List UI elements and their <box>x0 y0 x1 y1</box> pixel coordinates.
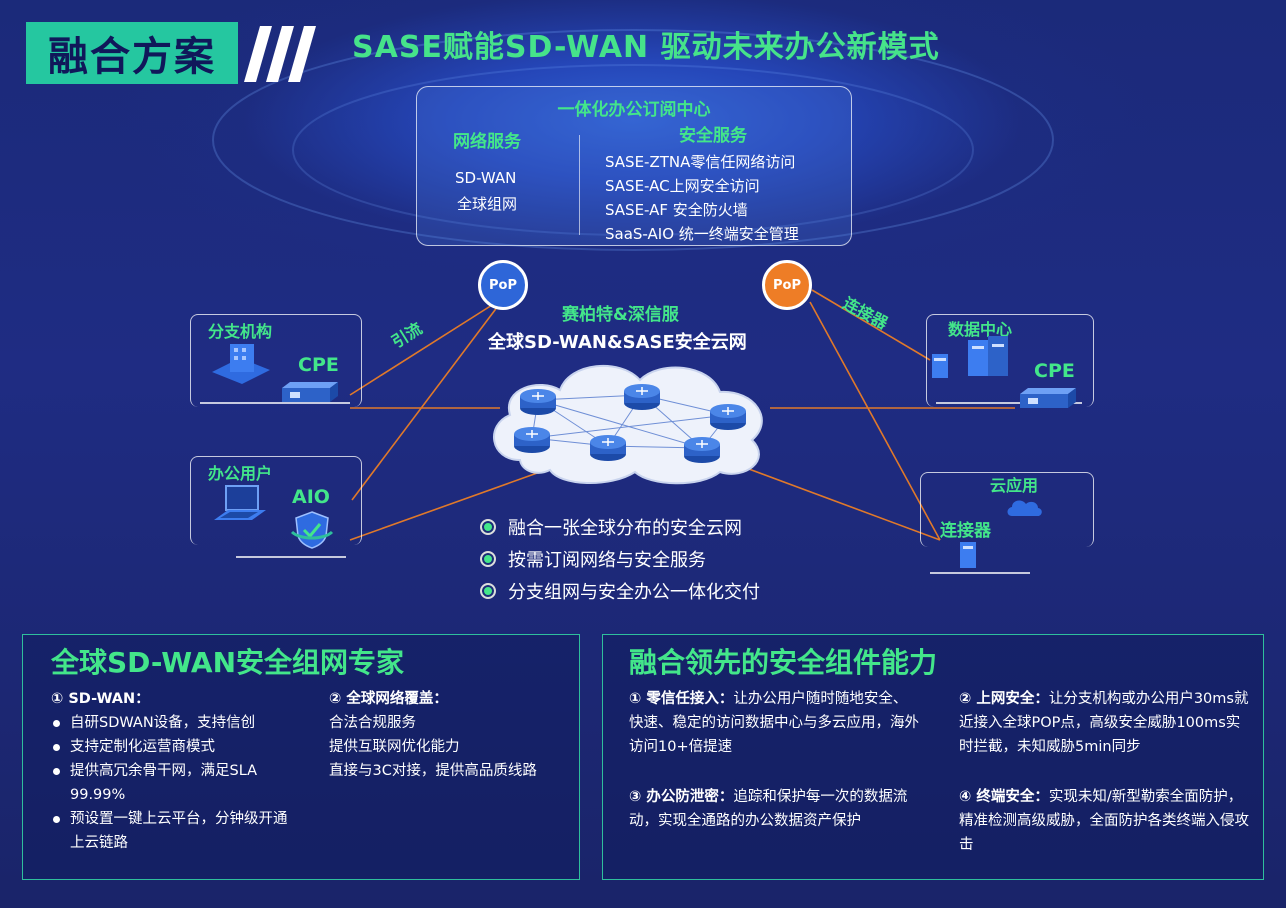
datacenter-title: 数据中心 <box>948 320 1013 339</box>
column-heading: ② 全球网络覆盖： <box>329 691 448 707</box>
capability-item: ④ 终端安全：实现未知/新型勒索全面防护，精准检测高级威胁，全面防护各类终端入侵… <box>959 785 1249 857</box>
capability-heading: ③ 办公防泄密： <box>629 789 734 805</box>
sdwan-column: ① SD-WAN： 自研SDWAN设备，支持信创 支持定制化运营商模式 提供高冗… <box>51 687 321 855</box>
capability-item: ① 零信任接入：让办公用户随时随地安全、快速、稳定的访问数据中心与多云应用，海外… <box>629 687 919 759</box>
cloud-title-network: 全球SD-WAN&SASE安全云网 <box>488 332 747 353</box>
slash-decoration <box>244 26 316 82</box>
bullet-text: 预设置一键上云平台，分钟级开通上云链路 <box>70 811 288 851</box>
feature-item: 融合一张全球分布的安全云网 <box>480 514 742 540</box>
feature-bullet-icon <box>480 519 496 535</box>
title-tag-text: 融合方案 <box>48 34 216 80</box>
datacenter-box-base <box>936 402 1082 404</box>
sdwan-expert-panel: 全球SD-WAN安全组网专家 ① SD-WAN： 自研SDWAN设备，支持信创 … <box>22 634 580 880</box>
security-item: SaaS-AIO 统一终端安全管理 <box>605 225 799 243</box>
network-item: SD-WAN <box>455 169 517 187</box>
router-icons <box>514 384 746 463</box>
cloud-apps-box-base <box>930 572 1030 574</box>
connection-lines <box>349 289 1015 541</box>
capability-item: ② 上网安全：让分支机构或办公用户30ms就近接入全球POP点，高级安全威胁10… <box>959 687 1249 759</box>
building-icon <box>212 344 270 384</box>
security-capability-panel: 融合领先的安全组件能力 ① 零信任接入：让办公用户随时随地安全、快速、稳定的访问… <box>602 634 1264 880</box>
subscription-title: 一体化办公订阅中心 <box>557 100 711 120</box>
capability-text: 让分支机构或办公用户30ms就近接入全球POP点，高级安全威胁100ms实时拦截… <box>959 691 1249 755</box>
branch-box <box>190 314 362 407</box>
column-heading: ① SD-WAN： <box>51 691 150 707</box>
bullet-text: 提供高冗余骨干网，满足SLA 99.99% <box>70 763 258 803</box>
datacenter-device-label: CPE <box>1034 360 1075 382</box>
laptop-icon <box>214 485 266 520</box>
feature-bullet-icon <box>480 583 496 599</box>
capability-text: 追踪和保护每一次的数据流动，实现全通路的办公数据资产保护 <box>629 789 908 829</box>
cpe-device-icon <box>1020 388 1076 408</box>
subscription-center-box: 一体化办公订阅中心 网络服务 安全服务 SD-WAN 全球组网 SASE-ZTN… <box>416 86 852 246</box>
feature-text: 分支组网与安全办公一体化交付 <box>508 582 760 603</box>
title-tag: 融合方案 <box>26 22 238 84</box>
capability-heading: ① 零信任接入： <box>629 691 734 707</box>
bullet-item: 提供高冗余骨干网，满足SLA 99.99% <box>51 759 321 807</box>
page-title: SASE赋能SD-WAN 驱动未来办公新模式 <box>352 30 940 65</box>
cloud-apps-box <box>920 472 1094 547</box>
security-item: SASE-ZTNA零信任网络访问 <box>605 153 796 171</box>
capability-text: 实现未知/新型勒索全面防护，精准检测高级威胁，全面防护各类终端入侵攻击 <box>959 789 1249 853</box>
capability-text: 让办公用户随时随地安全、快速、稳定的访问数据中心与多云应用，海外访问10+倍提速 <box>629 691 919 755</box>
bullet-text: 支持定制化运营商模式 <box>70 739 215 755</box>
security-item: SASE-AF 安全防火墙 <box>605 201 748 219</box>
coverage-item: 提供互联网优化能力 <box>329 739 460 755</box>
feature-text: 融合一张全球分布的安全云网 <box>508 518 742 539</box>
office-users-box <box>190 456 362 545</box>
feature-text: 按需订阅网络与安全服务 <box>508 550 706 571</box>
feature-item: 分支组网与安全办公一体化交付 <box>480 578 760 604</box>
cloud-network <box>493 364 763 485</box>
office-users-title: 办公用户 <box>208 464 273 483</box>
bullet-item: 预设置一键上云平台，分钟级开通上云链路 <box>51 807 321 855</box>
feature-bullet-icon <box>480 551 496 567</box>
datacenter-box <box>926 314 1094 407</box>
server-rack-icon <box>932 336 1008 378</box>
network-item: 全球组网 <box>457 195 518 213</box>
connector-device-label: 连接器 <box>940 521 991 541</box>
office-device-label: AIO <box>292 486 330 508</box>
global-coverage-column: ② 全球网络覆盖： 合法合规服务 提供互联网优化能力 直接与3C对接，提供高品质… <box>329 687 569 783</box>
coverage-item: 合法合规服务 <box>329 715 416 731</box>
pop-node-left: PoP <box>478 260 528 310</box>
capability-heading: ② 上网安全： <box>959 691 1049 707</box>
divider <box>579 135 580 235</box>
bullet-item: 自研SDWAN设备，支持信创 <box>51 711 321 735</box>
cpe-device-icon <box>282 382 338 402</box>
coverage-item: 直接与3C对接，提供高品质线路 <box>329 763 537 779</box>
branch-title: 分支机构 <box>208 322 273 341</box>
bullet-item: 支持定制化运营商模式 <box>51 735 321 759</box>
bullet-text: 自研SDWAN设备，支持信创 <box>70 715 256 731</box>
capability-heading: ④ 终端安全： <box>959 789 1049 805</box>
panel-title: 全球SD-WAN安全组网专家 <box>51 646 405 679</box>
network-services-title: 网络服务 <box>453 132 521 152</box>
feature-item: 按需订阅网络与安全服务 <box>480 546 706 572</box>
pop-node-right: PoP <box>762 260 812 310</box>
cloud-apps-title: 云应用 <box>990 476 1039 495</box>
cloud-app-icon <box>1007 500 1042 516</box>
security-services-title: 安全服务 <box>679 126 747 146</box>
connector-device-icon <box>960 542 976 568</box>
capability-item: ③ 办公防泄密：追踪和保护每一次的数据流动，实现全通路的办公数据资产保护 <box>629 785 919 833</box>
cloud-title-partner: 赛柏特&深信服 <box>562 305 679 325</box>
security-item: SASE-AC上网安全访问 <box>605 177 760 195</box>
branch-box-base <box>200 402 350 404</box>
aio-shield-icon <box>290 511 334 549</box>
office-box-base <box>236 556 346 558</box>
branch-device-label: CPE <box>298 354 339 376</box>
panel-title: 融合领先的安全组件能力 <box>629 646 938 679</box>
